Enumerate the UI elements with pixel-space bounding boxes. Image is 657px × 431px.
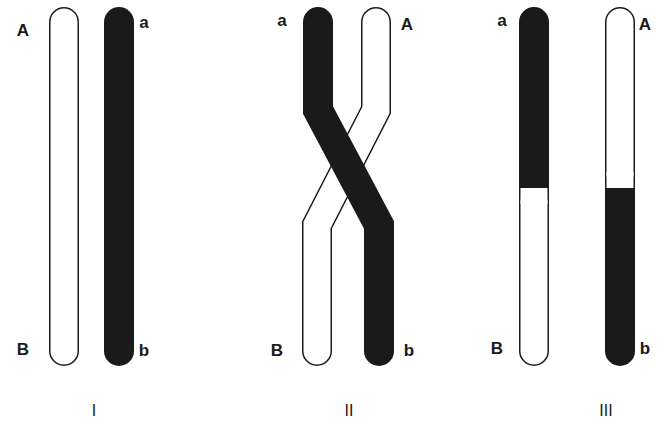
allele-label: B [491,340,503,357]
allele-label: A [639,16,651,33]
allele-label: a [277,12,286,29]
white-segment [607,172,634,188]
stage-number: I [92,403,96,419]
allele-label: a [497,12,506,29]
white-segment [607,22,634,174]
black-chromosome [318,22,379,351]
allele-label: b [640,340,650,357]
allele-label: A [17,22,29,39]
allele-label: B [271,342,283,359]
panel-one [64,22,119,351]
allele-label: b [404,342,414,359]
black-chromosome [104,22,134,351]
stage-number: II [345,403,354,419]
allele-label: A [401,16,413,33]
white-segment [521,202,548,351]
recombinant-chromosome [605,22,635,351]
white-chromosome [51,22,78,351]
panel-three [521,22,634,351]
white-segment [521,188,548,204]
stage-number: III [599,403,612,419]
chromosome-outline [49,22,79,351]
panel-two [317,22,379,351]
allele-label: a [139,14,148,31]
allele-label: B [17,341,29,358]
recombinant-chromosome [519,22,549,351]
allele-label: b [139,342,149,359]
